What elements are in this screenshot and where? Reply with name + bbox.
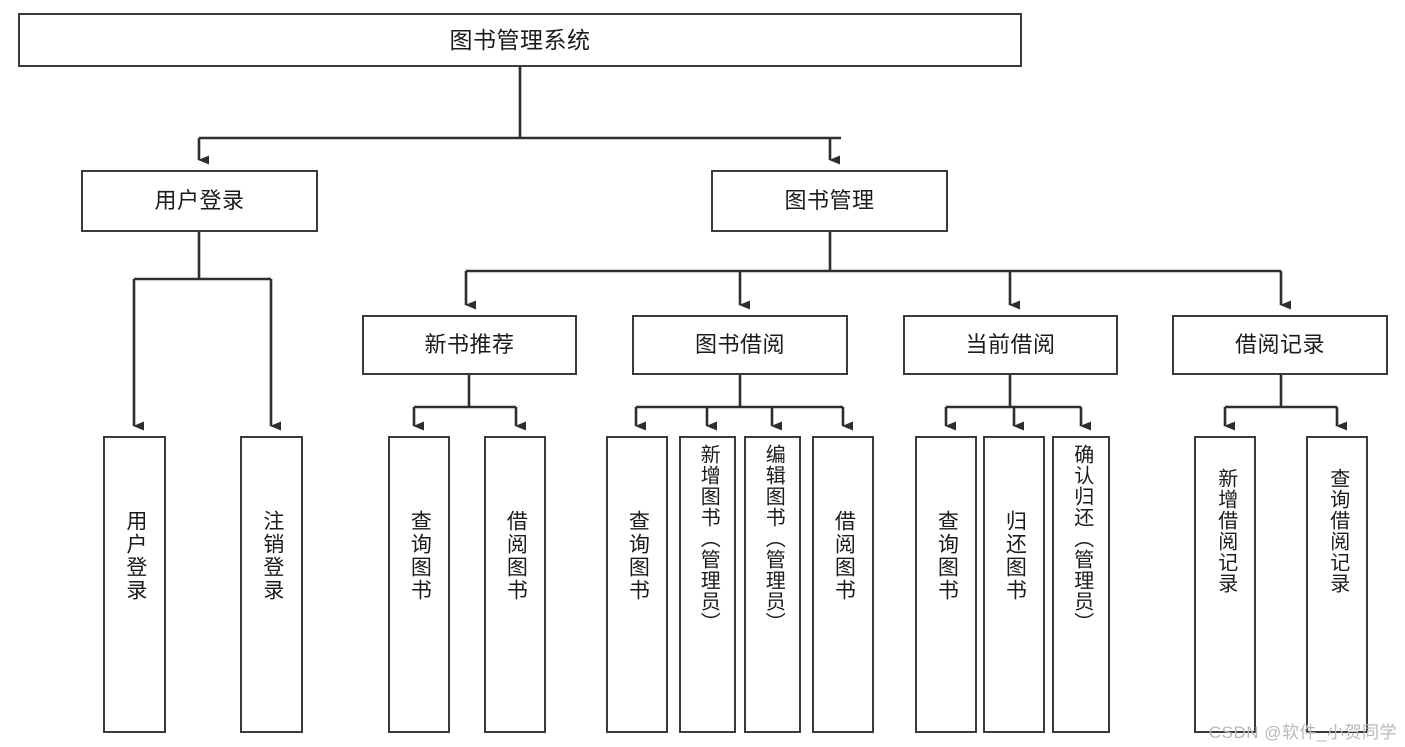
node-borrow-record[interactable]: 借阅记录 (1172, 315, 1388, 375)
node-leaf-query-book-2[interactable]: 查询图书 (606, 436, 668, 733)
node-label: 查询图书 (626, 510, 650, 602)
node-label: 图书借阅 (694, 332, 785, 358)
node-label: 图书管理 (784, 188, 875, 214)
node-leaf-user-login[interactable]: 用户登录 (103, 436, 166, 733)
node-label: 新增图书（管理员） (697, 444, 720, 633)
node-leaf-return-book[interactable]: 归还图书 (983, 436, 1045, 733)
node-label: 查询图书 (408, 510, 432, 602)
node-label: 借阅图书 (832, 510, 856, 602)
node-label: 编辑图书（管理员） (762, 444, 785, 633)
node-leaf-query-book-3[interactable]: 查询图书 (915, 436, 977, 733)
node-label: 新增借阅记录 (1214, 468, 1237, 594)
node-leaf-user-logout[interactable]: 注销登录 (240, 436, 303, 733)
node-root-system[interactable]: 图书管理系统 (18, 13, 1022, 67)
node-book-borrow[interactable]: 图书借阅 (632, 315, 848, 375)
node-leaf-query-book-1[interactable]: 查询图书 (388, 436, 450, 733)
node-label: 归还图书 (1003, 510, 1027, 602)
node-current-borrow[interactable]: 当前借阅 (903, 315, 1118, 375)
node-label: 当前借阅 (965, 332, 1056, 358)
node-leaf-add-record[interactable]: 新增借阅记录 (1194, 436, 1256, 733)
node-label: 借阅记录 (1234, 332, 1325, 358)
node-leaf-add-book[interactable]: 新增图书（管理员） (679, 436, 736, 733)
node-label: 借阅图书 (504, 510, 528, 602)
node-leaf-borrow-book-2[interactable]: 借阅图书 (812, 436, 874, 733)
node-new-book-recommend[interactable]: 新书推荐 (362, 315, 577, 375)
node-leaf-confirm-return[interactable]: 确认归还（管理员） (1052, 436, 1110, 733)
node-label: 查询借阅记录 (1326, 468, 1349, 594)
node-label: 新书推荐 (424, 332, 515, 358)
node-label: 注销登录 (260, 510, 284, 602)
node-user-login[interactable]: 用户登录 (81, 170, 318, 232)
node-leaf-edit-book[interactable]: 编辑图书（管理员） (744, 436, 801, 733)
node-label: 用户登录 (154, 188, 245, 214)
node-label: 用户登录 (123, 510, 147, 602)
node-label: 图书管理系统 (449, 26, 591, 53)
node-leaf-borrow-book-1[interactable]: 借阅图书 (484, 436, 546, 733)
node-leaf-query-record[interactable]: 查询借阅记录 (1306, 436, 1368, 733)
node-label: 确认归还（管理员） (1070, 444, 1093, 633)
node-book-management[interactable]: 图书管理 (711, 170, 948, 232)
node-label: 查询图书 (935, 510, 959, 602)
